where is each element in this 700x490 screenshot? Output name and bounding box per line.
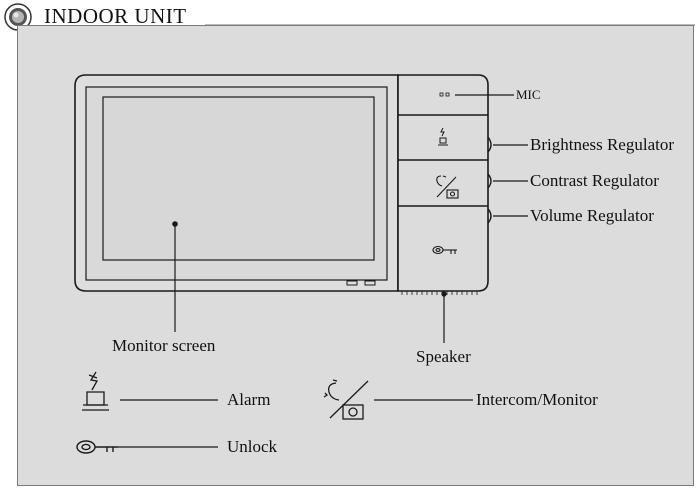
speaker-grille xyxy=(401,291,478,295)
mic-holes xyxy=(439,92,450,97)
monitor-screen xyxy=(102,96,375,261)
bullet-circle-icon xyxy=(4,3,32,31)
speaker-label: Speaker xyxy=(416,347,471,366)
page-title: INDOOR UNIT xyxy=(44,4,187,28)
led-indicator xyxy=(346,280,358,286)
contrast-knob xyxy=(487,173,492,189)
led-indicator xyxy=(364,280,376,286)
intercom-monitor-icon xyxy=(323,379,369,420)
key-button-icon xyxy=(432,245,457,255)
legend-alarm-label: Alarm xyxy=(227,390,271,409)
monitor-screen-label: Monitor screen xyxy=(112,336,216,355)
callout-lines xyxy=(172,94,528,343)
brightness-regulator-label: Brightness Regulator xyxy=(530,135,675,154)
alarm-button-icon xyxy=(438,127,448,146)
legend-intercom-label: Intercom/Monitor xyxy=(476,390,598,409)
volume-knob xyxy=(487,208,492,224)
legend-lines xyxy=(118,399,473,448)
brightness-knob xyxy=(487,136,492,153)
alarm-icon xyxy=(82,371,109,411)
contrast-regulator-label: Contrast Regulator xyxy=(530,171,659,190)
volume-regulator-label: Volume Regulator xyxy=(530,206,654,225)
key-icon xyxy=(76,440,118,454)
intercom-button-icon xyxy=(436,175,459,199)
button-column xyxy=(397,74,489,292)
mic-label: MIC xyxy=(516,87,541,102)
legend-unlock-label: Unlock xyxy=(227,437,278,456)
